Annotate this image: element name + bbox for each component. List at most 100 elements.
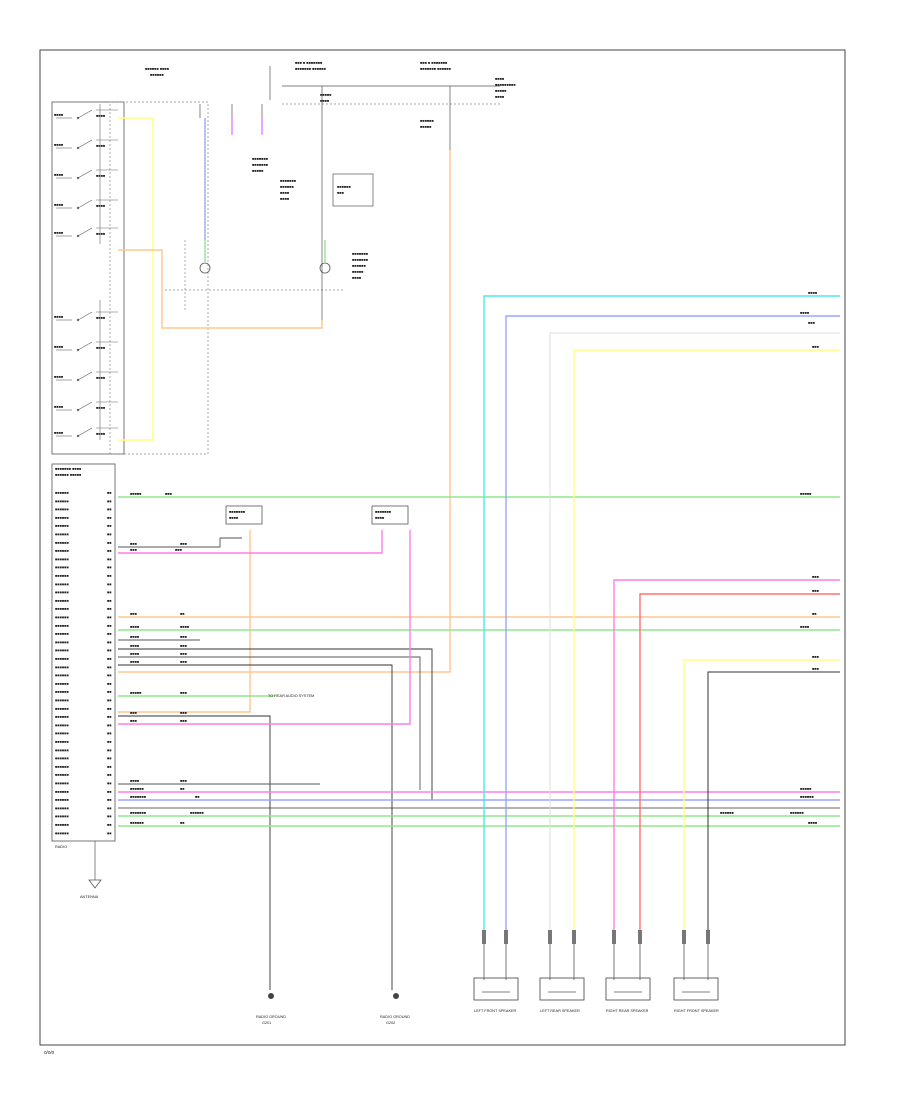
switch-group: ■■■■■■■■■■■■■■■■■■■■■■■■■■■■■■■■■■■■■■■■… bbox=[54, 104, 118, 440]
switch-contact bbox=[77, 227, 93, 237]
steering-connector-2 bbox=[371, 505, 409, 525]
switch-label: ■■■■ bbox=[54, 143, 64, 147]
switch-contact bbox=[77, 199, 93, 209]
wire-label: ■■■ bbox=[180, 644, 188, 648]
svg-text:■■■■■■■: ■■■■■■■ bbox=[352, 258, 369, 262]
pin-name: ■■■■■■ bbox=[55, 624, 69, 628]
switch-pivot bbox=[76, 146, 80, 150]
switch-resistor-label: ■■■■ bbox=[96, 316, 106, 320]
pin-name: ■■■■■■ bbox=[55, 524, 69, 528]
pin-name: ■■■■■■ bbox=[55, 574, 69, 578]
switch-resistor-label: ■■■■ bbox=[96, 144, 106, 148]
pin-number: ■■ bbox=[107, 699, 112, 703]
wire-label: ■■■ bbox=[812, 655, 820, 659]
lamp-icon bbox=[199, 262, 211, 274]
wire-label: ■■■■■■ bbox=[130, 821, 144, 825]
lamp-icon-2 bbox=[319, 262, 331, 274]
antenna-symbol: ANTENNA bbox=[80, 841, 102, 899]
yellow-wire-lr bbox=[573, 349, 840, 930]
pin-number: ■■ bbox=[107, 616, 112, 620]
lr-speaker-body bbox=[539, 977, 585, 1001]
pin-number: ■■ bbox=[107, 823, 112, 827]
rr-speaker-body bbox=[605, 977, 651, 1001]
switch-label: ■■■■ bbox=[54, 203, 64, 207]
pin-number: ■■ bbox=[107, 757, 112, 761]
pin-name: ■■■■■■ bbox=[55, 699, 69, 703]
footer-code: 0/0/0 bbox=[44, 1050, 55, 1055]
svg-text:■■■■: ■■■■ bbox=[495, 95, 505, 99]
switch-contact bbox=[77, 169, 93, 179]
switch-resistor-label: ■■■■ bbox=[96, 232, 106, 236]
lr-speaker: LEFT REAR SPEAKER bbox=[539, 930, 585, 1013]
wire-label: ■■■ bbox=[165, 492, 173, 496]
svg-text:■■■ ■ ■■■■■■■: ■■■ ■ ■■■■■■■ bbox=[295, 61, 323, 65]
switch-pivot bbox=[76, 408, 80, 412]
switch-contact bbox=[77, 371, 93, 381]
speaker-terminal bbox=[682, 930, 686, 944]
switch-pivot bbox=[76, 176, 80, 180]
wire-label: ■■■ bbox=[812, 589, 820, 593]
switch-resistor-label: ■■■■ bbox=[96, 346, 106, 350]
pin-name: ■■■■■■ bbox=[55, 491, 69, 495]
switch-resistor-label: ■■■■ bbox=[96, 174, 106, 178]
gray-wire-steer-1 bbox=[118, 537, 242, 548]
switch-label: ■■■■ bbox=[54, 345, 64, 349]
wire-label: ■■■ bbox=[812, 575, 820, 579]
pin-number: ■■ bbox=[107, 566, 112, 570]
switch-contact bbox=[77, 139, 93, 149]
speaker-terminal bbox=[612, 930, 616, 944]
wire-label: ■■■■■■ bbox=[790, 811, 804, 815]
pin-number: ■■ bbox=[107, 682, 112, 686]
switch-pivot bbox=[76, 318, 80, 322]
pin-name: ■■■■■■ bbox=[55, 674, 69, 678]
switch-pivot bbox=[76, 378, 80, 382]
rr-speaker: RIGHT REAR SPEAKER bbox=[605, 930, 651, 1013]
switch-contact bbox=[77, 311, 93, 321]
blue-wire-lf-speaker bbox=[505, 315, 840, 930]
wire-label: ■■ bbox=[180, 612, 185, 616]
svg-text:■■■■■■■: ■■■■■■■ bbox=[352, 252, 369, 256]
yellow-wire-rf bbox=[683, 659, 840, 930]
gray-wire-lr-2 bbox=[118, 656, 421, 790]
pin-number: ■■ bbox=[107, 732, 112, 736]
pin-number: ■■ bbox=[107, 640, 112, 644]
pin-number: ■■ bbox=[107, 715, 112, 719]
orange-wire-illumination bbox=[118, 150, 451, 673]
steering-connector-2-label: ■■■■■■■ bbox=[375, 510, 392, 514]
svg-text:■■■■■■■ ■■■■■■: ■■■■■■■ ■■■■■■ bbox=[420, 67, 452, 71]
pin-name: ■■■■■■ bbox=[55, 707, 69, 711]
pin-number: ■■ bbox=[107, 740, 112, 744]
wire-label: ■■■■ bbox=[180, 625, 190, 629]
pin-number: ■■ bbox=[107, 790, 112, 794]
pin-number: ■■ bbox=[107, 674, 112, 678]
pink-wire-steer-2 bbox=[118, 530, 411, 725]
pin-name: ■■■■■■ bbox=[55, 516, 69, 520]
wire-label: ■■■■■■■ bbox=[130, 795, 147, 799]
ground-right-label: RADIO GROUND bbox=[380, 1015, 410, 1019]
wire-label: ■■ bbox=[180, 821, 185, 825]
wire-label: ■■■ bbox=[180, 779, 188, 783]
wire-label: ■■■■■■ bbox=[720, 811, 734, 815]
wire-label: ■■■ bbox=[180, 719, 188, 723]
wire-label: ■■■■■ bbox=[800, 787, 812, 791]
pin-name: ■■■■■■ bbox=[55, 599, 69, 603]
pin-name: ■■■■■■ bbox=[55, 765, 69, 769]
pin-number: ■■ bbox=[107, 557, 112, 561]
ground-right: RADIO GROUND G202 bbox=[380, 993, 410, 1025]
radio-header-1: ■■■■■■■ ■■■■ bbox=[55, 467, 82, 471]
pin-number: ■■ bbox=[107, 541, 112, 545]
white-wire-lr bbox=[549, 332, 840, 930]
wire-label: ■■■■■■ bbox=[130, 787, 144, 791]
switch-pivot bbox=[76, 234, 80, 238]
pin-number: ■■ bbox=[107, 549, 112, 553]
pin-number: ■■ bbox=[107, 491, 112, 495]
speaker-terminal bbox=[638, 930, 642, 944]
pin-number: ■■ bbox=[107, 773, 112, 777]
pin-number: ■■ bbox=[107, 806, 112, 810]
switch-block-outline bbox=[51, 101, 125, 455]
pin-number: ■■ bbox=[107, 624, 112, 628]
pin-number: ■■ bbox=[107, 499, 112, 503]
pin-name: ■■■■■■ bbox=[55, 690, 69, 694]
pin-name: ■■■■■■ bbox=[55, 815, 69, 819]
